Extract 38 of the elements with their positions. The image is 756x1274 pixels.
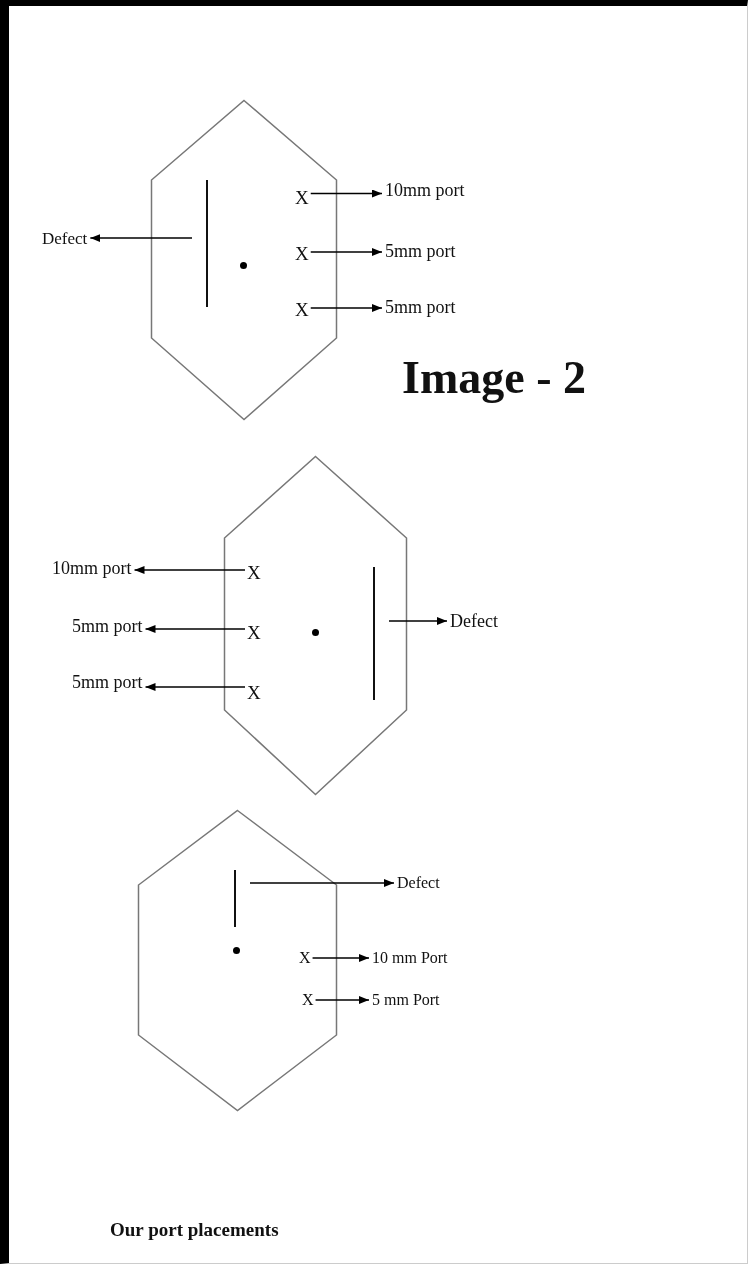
- abdomen-outline: [151, 100, 337, 420]
- port-label: 5mm port: [385, 242, 456, 260]
- port-label: 5mm port: [385, 298, 456, 316]
- arrow: [249, 879, 395, 887]
- arrow: [310, 248, 383, 256]
- arrow: [144, 683, 246, 691]
- port-label: 10 mm Port: [372, 950, 448, 966]
- defect-label: Defect: [42, 229, 88, 247]
- defect-label: Defect: [450, 612, 498, 630]
- port-mark: X: [299, 950, 311, 966]
- port-mark: X: [302, 992, 314, 1008]
- arrow: [388, 617, 448, 625]
- port-mark: X: [247, 622, 261, 642]
- abdomen-outline: [138, 810, 337, 1111]
- caption: Our port placements: [110, 1220, 279, 1239]
- arrow: [310, 189, 383, 198]
- port-label: 10mm port: [52, 559, 132, 577]
- port-mark: X: [295, 187, 309, 207]
- defect-label: Defect: [397, 875, 440, 891]
- port-label: 10mm port: [385, 181, 465, 199]
- defect-line: [373, 567, 375, 700]
- port-mark: X: [295, 243, 309, 263]
- arrow: [311, 954, 370, 962]
- image-title: Image - 2: [402, 355, 586, 401]
- port-label: 5mm port: [72, 673, 143, 691]
- port-mark: X: [247, 562, 261, 582]
- arrow: [144, 625, 246, 633]
- defect-line: [206, 180, 208, 307]
- port-label: 5 mm Port: [372, 992, 440, 1008]
- arrow: [310, 304, 383, 312]
- port-mark: X: [295, 299, 309, 319]
- port-label: 5mm port: [72, 617, 143, 635]
- arrow: [314, 996, 370, 1004]
- abdomen-outline: [224, 456, 407, 795]
- arrow: [133, 566, 246, 574]
- defect-line: [234, 870, 236, 927]
- port-mark: X: [247, 682, 261, 702]
- arrow: [89, 234, 193, 242]
